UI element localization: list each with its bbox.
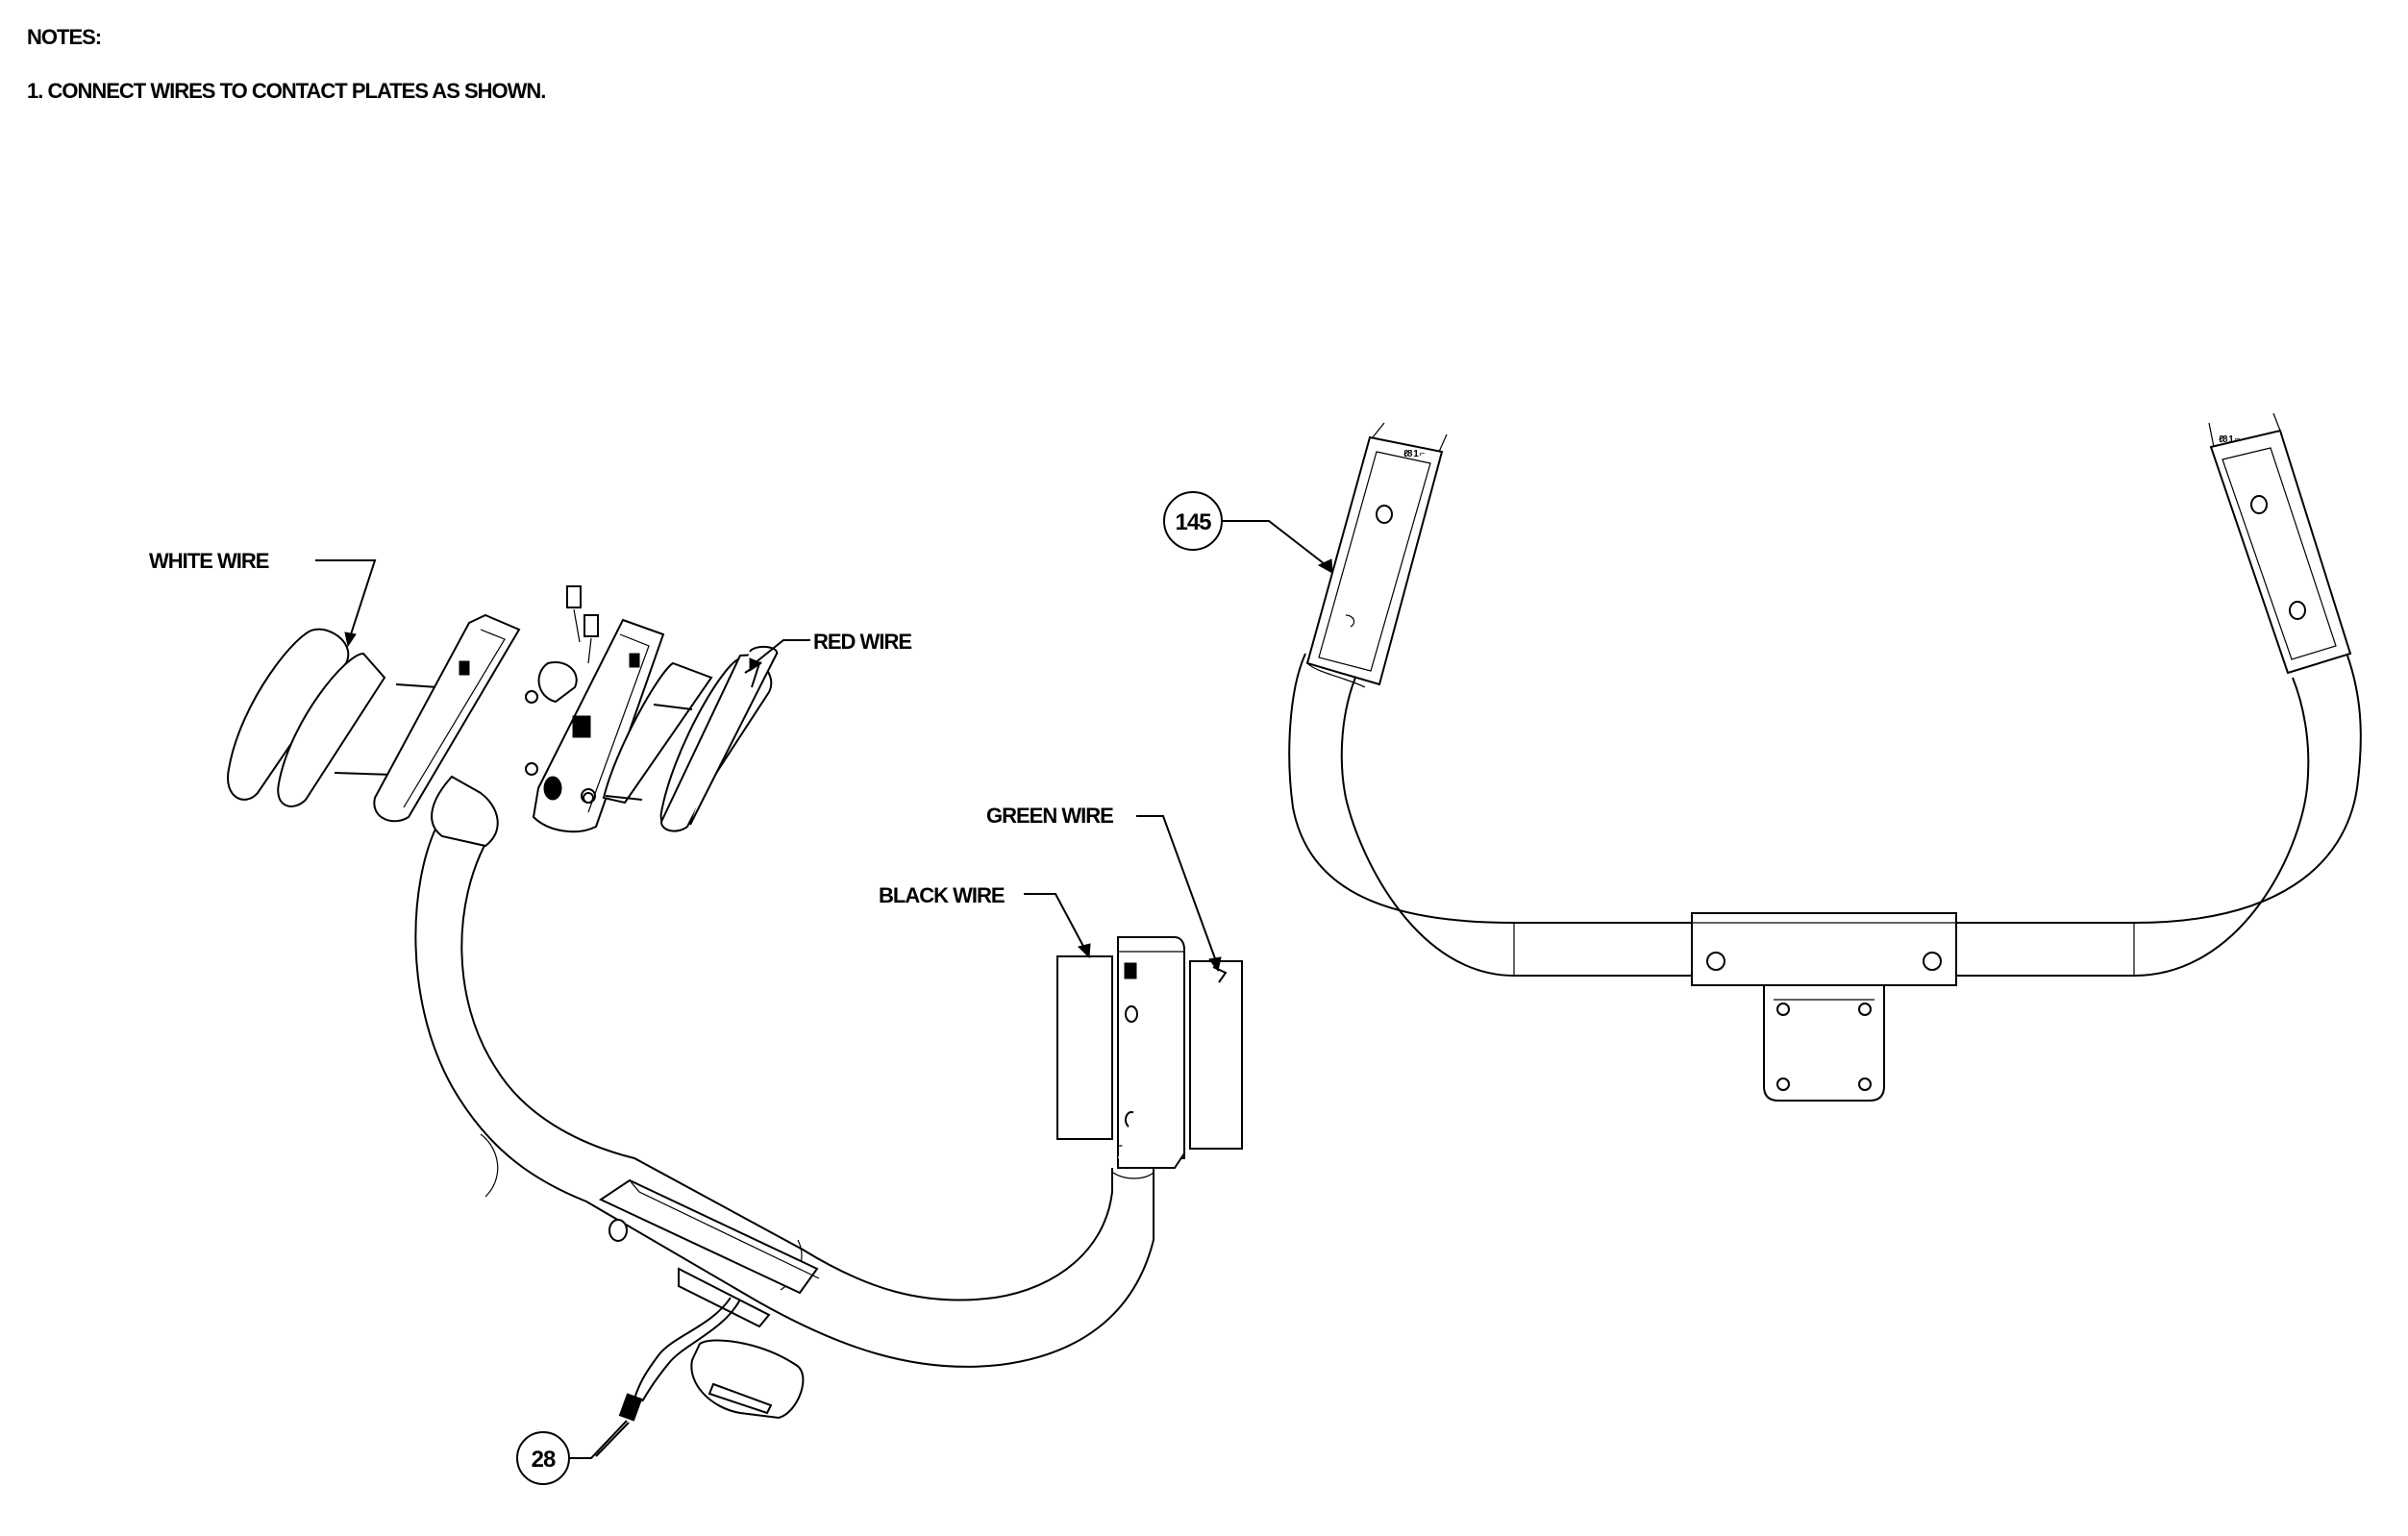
leader-green-wire <box>1136 815 1217 962</box>
notes-heading: NOTES: <box>27 25 101 49</box>
leader-white-wire <box>315 559 377 635</box>
arrowhead-green-wire <box>1208 956 1222 973</box>
arrowhead-black-wire <box>1078 943 1091 959</box>
arrowhead-red-wire <box>749 657 763 672</box>
note-item-1: 1. CONNECT WIRES TO CONTACT PLATES AS SH… <box>27 79 545 103</box>
svg-text:ℓ8 1 ⌐: ℓ8 1 ⌐ <box>2219 434 2241 445</box>
center-mount-bracket <box>598 1178 820 1420</box>
leader-black-wire <box>1024 893 1087 953</box>
label-red-wire: RED WIRE <box>813 630 911 654</box>
callout-28-number: 28 <box>532 1447 556 1473</box>
handlebar-assembled-icon: ℓ8 1 ⌐ ℓ8 1 ⌐ <box>1288 412 2362 1102</box>
label-black-wire: BLACK WIRE <box>879 883 1005 907</box>
assembled-center-bracket <box>1691 912 1957 1102</box>
label-white-wire: WHITE WIRE <box>149 549 269 573</box>
callout-145-number: 145 <box>1175 509 1211 535</box>
wire-harness <box>595 1297 741 1457</box>
arrowhead-white-wire <box>344 632 357 648</box>
callout-145: 145 <box>1163 491 1333 574</box>
callout-28: 28 <box>516 1420 628 1485</box>
leader-red-wire <box>754 639 810 664</box>
handlebar-exploded-assembly-icon <box>227 585 1243 1457</box>
left-grip-sensor-parts <box>227 585 779 848</box>
right-grip-sensor-parts <box>1056 936 1243 1169</box>
left-end-plate: ℓ8 1 ⌐ <box>1305 422 1448 688</box>
svg-text:ℓ8 1 ⌐: ℓ8 1 ⌐ <box>1403 449 1426 459</box>
label-green-wire: GREEN WIRE <box>986 804 1113 828</box>
right-end-plate: ℓ8 1 ⌐ <box>2208 412 2352 675</box>
